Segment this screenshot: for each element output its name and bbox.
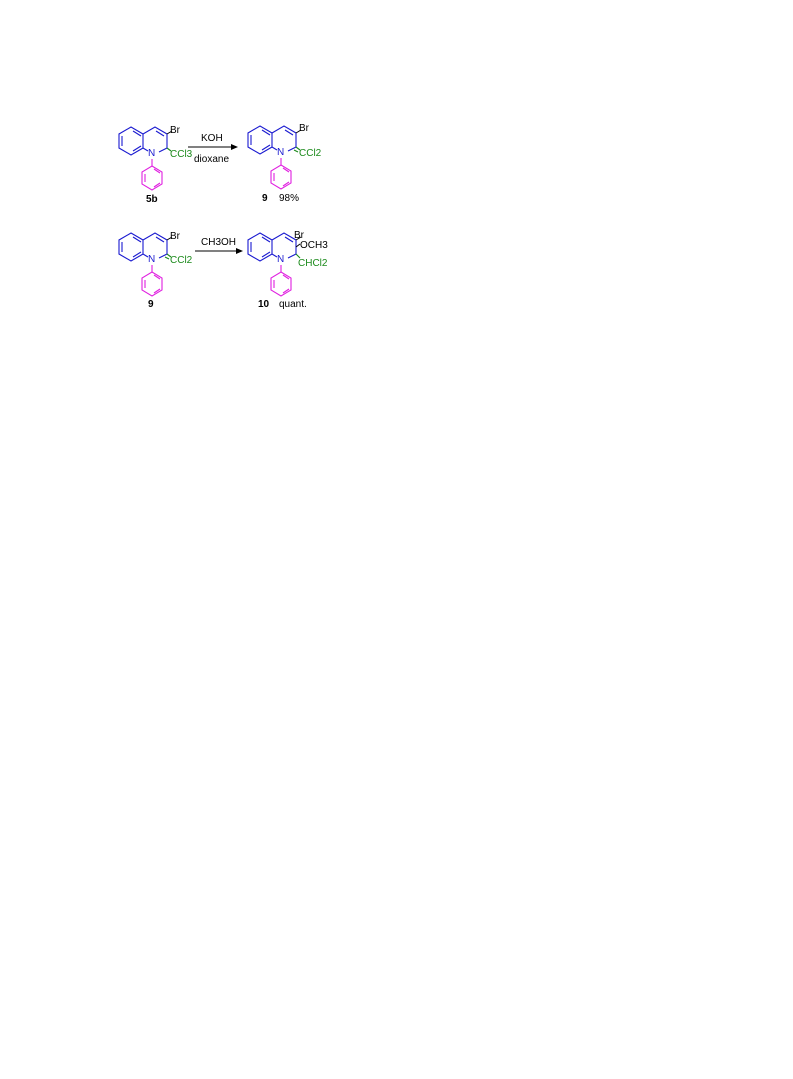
br-label: Br (170, 125, 181, 136)
yield-98: 98% (279, 193, 299, 204)
compound-5b-label: 5b (146, 194, 158, 205)
chcl2-label: CHCl2 (298, 258, 328, 269)
reagent-ch3oh: CH3OH (201, 237, 236, 248)
molecule-10 (247, 232, 302, 297)
molecule-9-reactant (118, 232, 173, 297)
n-label-9: N (277, 147, 284, 158)
ccl3-label: CCl3 (170, 149, 193, 160)
compound-9-label: 9 (262, 193, 268, 204)
n-label: N (148, 148, 155, 159)
reagent-koh: KOH (201, 133, 223, 144)
br-label-10: Br (294, 230, 305, 241)
och3-label: OCH3 (300, 240, 328, 251)
n-label-9r: N (148, 254, 155, 265)
n-label-10: N (277, 254, 284, 265)
ccl2-label: CCl2 (299, 148, 322, 159)
br-label-9r: Br (170, 231, 181, 242)
reaction-arrow-1 (188, 144, 238, 150)
molecule-9-product (247, 125, 302, 190)
reaction-arrow-2 (195, 248, 243, 254)
compound-10-label: 10 (258, 299, 270, 310)
yield-quant: quant. (279, 299, 307, 310)
molecule-5b (118, 126, 173, 191)
solvent-dioxane: dioxane (194, 154, 229, 165)
br-label-9: Br (299, 123, 310, 134)
ccl2-label-9r: CCl2 (170, 255, 193, 266)
compound-9r-label: 9 (148, 299, 154, 310)
